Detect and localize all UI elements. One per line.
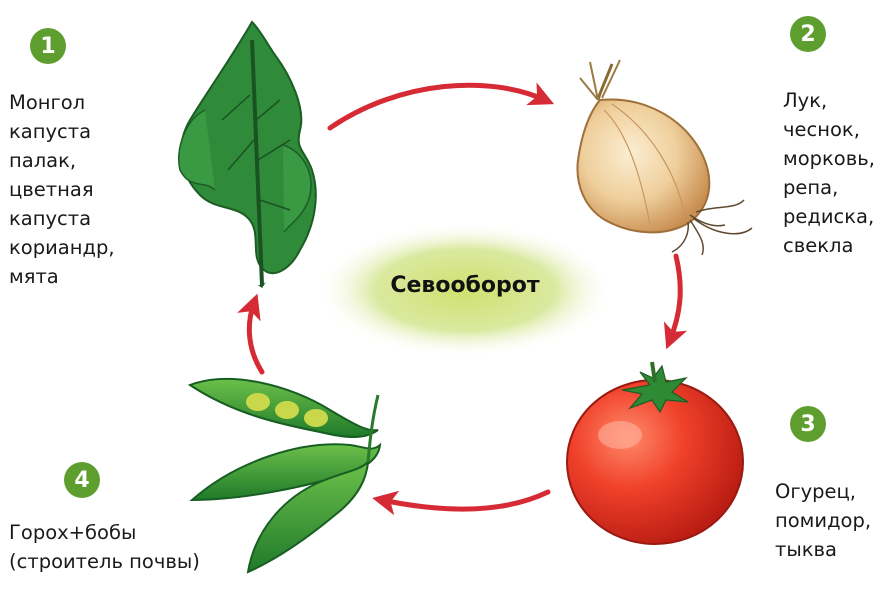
step-3-line: тыква	[775, 535, 871, 564]
step-1-line: цветная	[9, 175, 115, 204]
step-2-line: Лук,	[783, 86, 875, 115]
step-2-label: Лук, чеснок, морковь, репа, редиска, све…	[783, 86, 875, 260]
step-2-line: репа,	[783, 173, 875, 202]
step-1-line: кориандр,	[9, 233, 115, 262]
step-3-badge: 3	[790, 406, 826, 442]
step-2-line: морковь,	[783, 144, 875, 173]
step-3-label: Огурец, помидор, тыква	[775, 477, 871, 564]
arrow-1-to-2	[330, 85, 545, 128]
step-1-line: Монгол	[9, 88, 115, 117]
step-3-line: помидор,	[775, 506, 871, 535]
arrow-4-to-1	[249, 303, 262, 372]
step-4-label: Горох+бобы (строитель почвы)	[9, 518, 200, 576]
arrow-3-to-4	[382, 492, 548, 509]
step-2-line: свекла	[783, 231, 875, 260]
step-1-line: палак,	[9, 146, 115, 175]
step-1-line: капуста	[9, 117, 115, 146]
onion-icon	[577, 60, 752, 255]
step-4-badge: 4	[64, 462, 100, 498]
step-2-badge: 2	[790, 16, 826, 52]
spinach-leaf-icon	[179, 22, 316, 288]
step-1-badge: 1	[30, 28, 66, 64]
step-1-label: Монгол капуста палак, цветная капуста ко…	[9, 88, 115, 291]
step-4-line: (строитель почвы)	[9, 547, 200, 576]
step-4-line: Горох+бобы	[9, 518, 200, 547]
step-1-line: капуста	[9, 204, 115, 233]
diagram-title: Севооборот	[330, 273, 600, 298]
pea-pods-icon	[190, 379, 380, 572]
step-1-line: мята	[9, 262, 115, 291]
step-3-line: Огурец,	[775, 477, 871, 506]
arrow-2-to-3	[670, 256, 680, 340]
step-2-line: чеснок,	[783, 115, 875, 144]
step-2-line: редиска,	[783, 202, 875, 231]
tomato-icon	[567, 362, 743, 544]
